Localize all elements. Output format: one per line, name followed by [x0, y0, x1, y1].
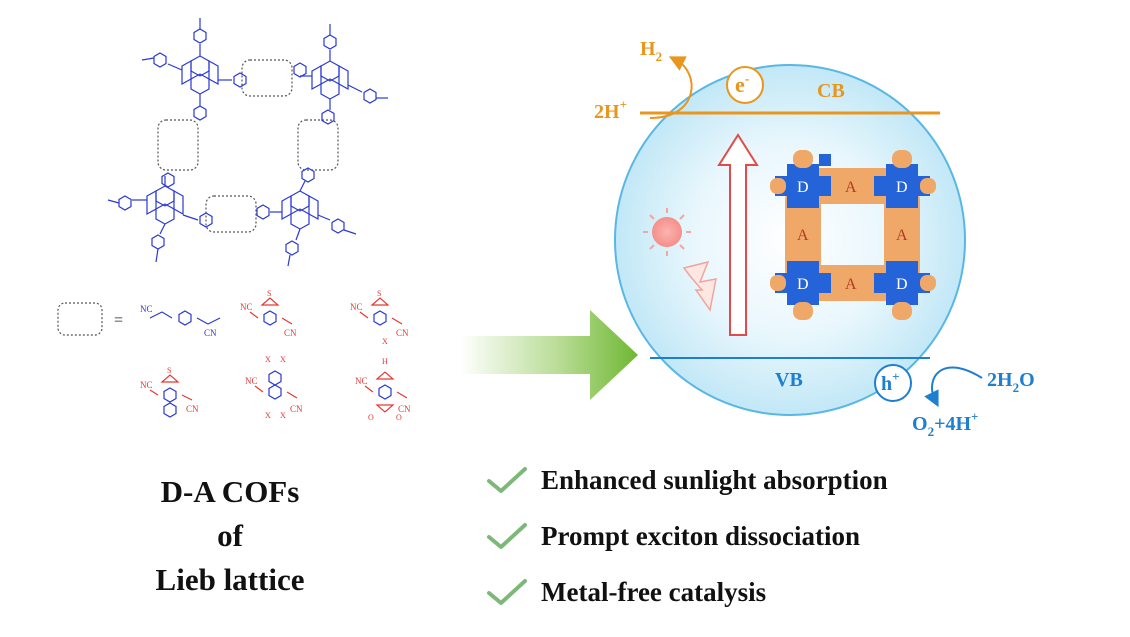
svg-text:X: X [280, 355, 286, 364]
linker-red-thiadiazoloquinoxaline: NC CN S [140, 366, 199, 418]
svg-text:S: S [377, 289, 381, 298]
feature-text: Enhanced sunlight absorption [541, 464, 888, 495]
pyrene-node-bottom-right [256, 167, 357, 267]
cof-structure-figure: = NC CN NC CN S NC CN S X NC CN S NC CN … [57, 18, 411, 422]
hole-label: h+ [881, 369, 900, 395]
acceptor-labels: A A A A [797, 179, 908, 293]
svg-text:CN: CN [186, 404, 199, 414]
svg-text:X: X [280, 411, 286, 420]
svg-text:A: A [896, 227, 908, 244]
linker-box-left [157, 119, 199, 171]
svg-text:O: O [396, 413, 402, 422]
svg-text:NC: NC [140, 304, 153, 314]
svg-text:A: A [845, 179, 857, 196]
svg-text:S: S [167, 366, 171, 375]
linker-legend-box [57, 302, 103, 336]
pyrene-node-bottom-left [107, 172, 213, 263]
svg-text:NC: NC [140, 380, 153, 390]
title-line-2: of [217, 518, 243, 553]
reduction-arrow [649, 56, 693, 119]
electron-label: e- [735, 72, 750, 97]
svg-text:D: D [896, 276, 908, 293]
pyrene-node-top-left [141, 18, 247, 121]
svg-text:A: A [845, 276, 857, 293]
svg-text:S: S [267, 289, 271, 298]
linker-box-bottom [205, 195, 257, 233]
linker-box-top [241, 59, 293, 97]
svg-text:D: D [896, 179, 908, 196]
svg-text:O: O [368, 413, 374, 422]
svg-text:D: D [797, 276, 809, 293]
feature-text: Metal-free catalysis [541, 576, 767, 607]
svg-text:A: A [797, 227, 809, 244]
linker-blue-phenylene: NC CN [140, 304, 221, 338]
svg-text:X: X [265, 355, 271, 364]
svg-text:NC: NC [355, 376, 368, 386]
linker-red-thiadiazolopyridine: NC CN S X [350, 289, 409, 346]
svg-text:X: X [265, 411, 271, 420]
oxidation-arrow [924, 366, 983, 408]
svg-text:CN: CN [290, 404, 303, 414]
proton-label: 2H+ [594, 97, 627, 123]
excitation-arrow [717, 133, 759, 336]
svg-text:NC: NC [350, 302, 363, 312]
checkmark-icon [487, 467, 527, 493]
feature-item-3: Metal-free catalysis [485, 572, 766, 612]
cb-label: CB [817, 80, 845, 102]
hydrogen-label: H2 [640, 38, 662, 64]
transition-arrow [460, 310, 638, 400]
linker-red-benzothiadiazole: NC CN S [240, 289, 297, 338]
linker-red-imide: NC CN H O O [355, 357, 411, 422]
pyrene-node-top-right [293, 24, 388, 125]
feature-text: Prompt exciton dissociation [541, 520, 860, 551]
svg-text:CN: CN [396, 328, 409, 338]
hole-circle [874, 364, 912, 402]
sun-icon [643, 208, 691, 256]
svg-text:X: X [382, 337, 388, 346]
svg-text:D: D [797, 179, 809, 196]
electron-circle [726, 66, 764, 104]
svg-text:CN: CN [204, 328, 217, 338]
svg-text:CN: CN [398, 404, 411, 414]
vb-label: VB [775, 369, 803, 391]
feature-item-1: Enhanced sunlight absorption [485, 460, 888, 500]
lieb-lattice [770, 150, 936, 320]
title-line-1: D-A COFs [160, 474, 300, 509]
lightning-icon [682, 260, 717, 312]
oxygen-label: O2+4H+ [912, 409, 978, 439]
svg-text:H: H [382, 357, 388, 366]
linker-box-right [297, 119, 339, 171]
svg-text:NC: NC [245, 376, 258, 386]
legend-equals: = [114, 312, 123, 329]
svg-text:NC: NC [240, 302, 253, 312]
donor-labels: D D D D [797, 179, 908, 293]
water-label: 2H2O [987, 369, 1035, 395]
photocatalysis-figure: CB VB e- H2 2H+ [594, 38, 1035, 439]
title-line-3: Lieb lattice [155, 562, 305, 597]
svg-text:CN: CN [284, 328, 297, 338]
feature-item-2: Prompt exciton dissociation [485, 516, 860, 556]
linker-red-tetrazine: NC CN X X X X [245, 355, 303, 420]
checkmark-icon [487, 523, 527, 549]
checkmark-icon [487, 579, 527, 605]
